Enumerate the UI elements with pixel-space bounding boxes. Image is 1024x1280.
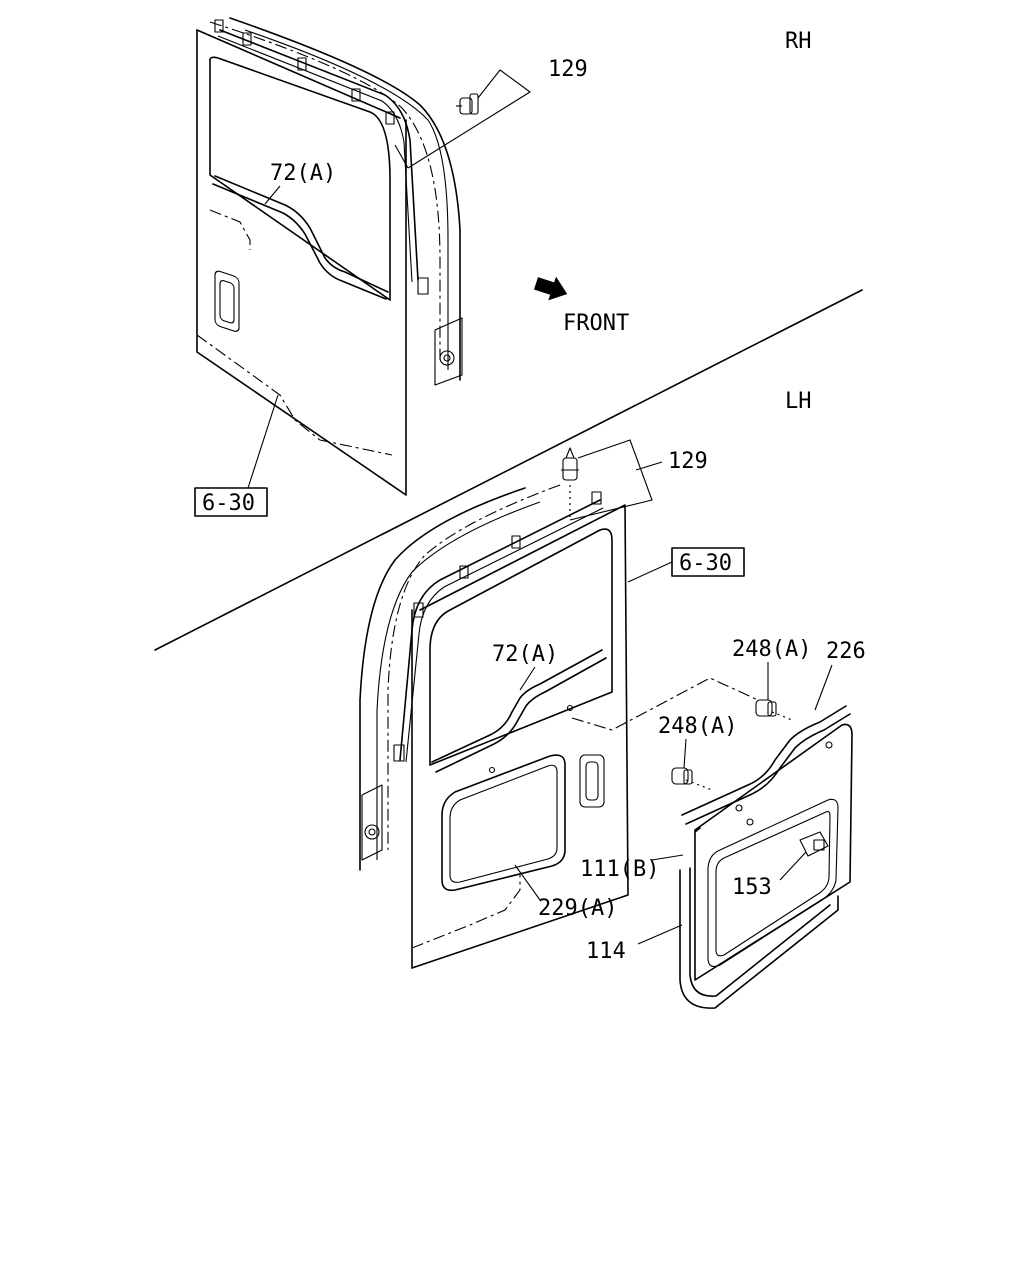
fastener-248a-top-icon	[755, 699, 777, 717]
lh-assembly-guide-line-1	[571, 677, 759, 731]
rh-ref-630-label: 6-30	[202, 491, 255, 516]
lh-section-label: LH	[785, 389, 812, 414]
rh-72a-leader	[264, 185, 281, 205]
rh-129-leader-stub	[394, 144, 409, 169]
lh-111b-leader	[651, 854, 684, 861]
rh-630-leader	[247, 394, 279, 489]
front-arrow-icon	[533, 276, 568, 301]
lh-part-229a-label: 229(A)	[538, 896, 617, 921]
rh-part-129-label: 129	[548, 57, 588, 82]
lh-226-leader	[814, 664, 833, 711]
lh-part-226-label: 226	[826, 639, 866, 664]
lh-part-129-clip-icon	[561, 447, 579, 481]
rh-ref-630-box	[194, 487, 268, 517]
trim-panel-drawing	[679, 705, 853, 1009]
lh-part-114-label: 114	[586, 939, 626, 964]
lh-ref-630-label: 6-30	[679, 551, 732, 576]
lh-part-248a-mid-label: 248(A)	[658, 714, 737, 739]
lh-part-153-label: 153	[732, 875, 772, 900]
rh-129-leader	[407, 69, 531, 169]
lh-72a-leader	[519, 666, 536, 691]
part-153-clip-icon	[799, 831, 829, 857]
lh-114-leader	[637, 924, 683, 945]
lh-part-111b-label: 111(B)	[580, 857, 659, 882]
section-divider-line	[154, 289, 863, 651]
fastener-248a-mid-icon	[671, 767, 693, 785]
lh-part-129-label: 129	[668, 449, 708, 474]
rh-section-label: RH	[785, 29, 812, 54]
lh-153-leader	[779, 851, 807, 881]
rh-part-72a-label: 72(A)	[270, 161, 336, 186]
rh-door-drawing	[196, 17, 463, 496]
lh-part-248a-top-label: 248(A)	[732, 637, 811, 662]
rh-part-129-clip-icon	[456, 93, 479, 115]
lh-part-72a-label: 72(A)	[492, 642, 558, 667]
lh-630-leader	[627, 561, 673, 583]
lh-assembly-guide-line-2	[685, 779, 713, 791]
lh-129-leader	[569, 439, 653, 521]
lh-door-drawing	[359, 484, 629, 969]
front-direction-label: FRONT	[563, 311, 629, 336]
lh-129-leader-stub	[635, 461, 663, 471]
lh-229a-leader	[514, 864, 541, 901]
lh-248a-mid-leader	[683, 738, 687, 769]
